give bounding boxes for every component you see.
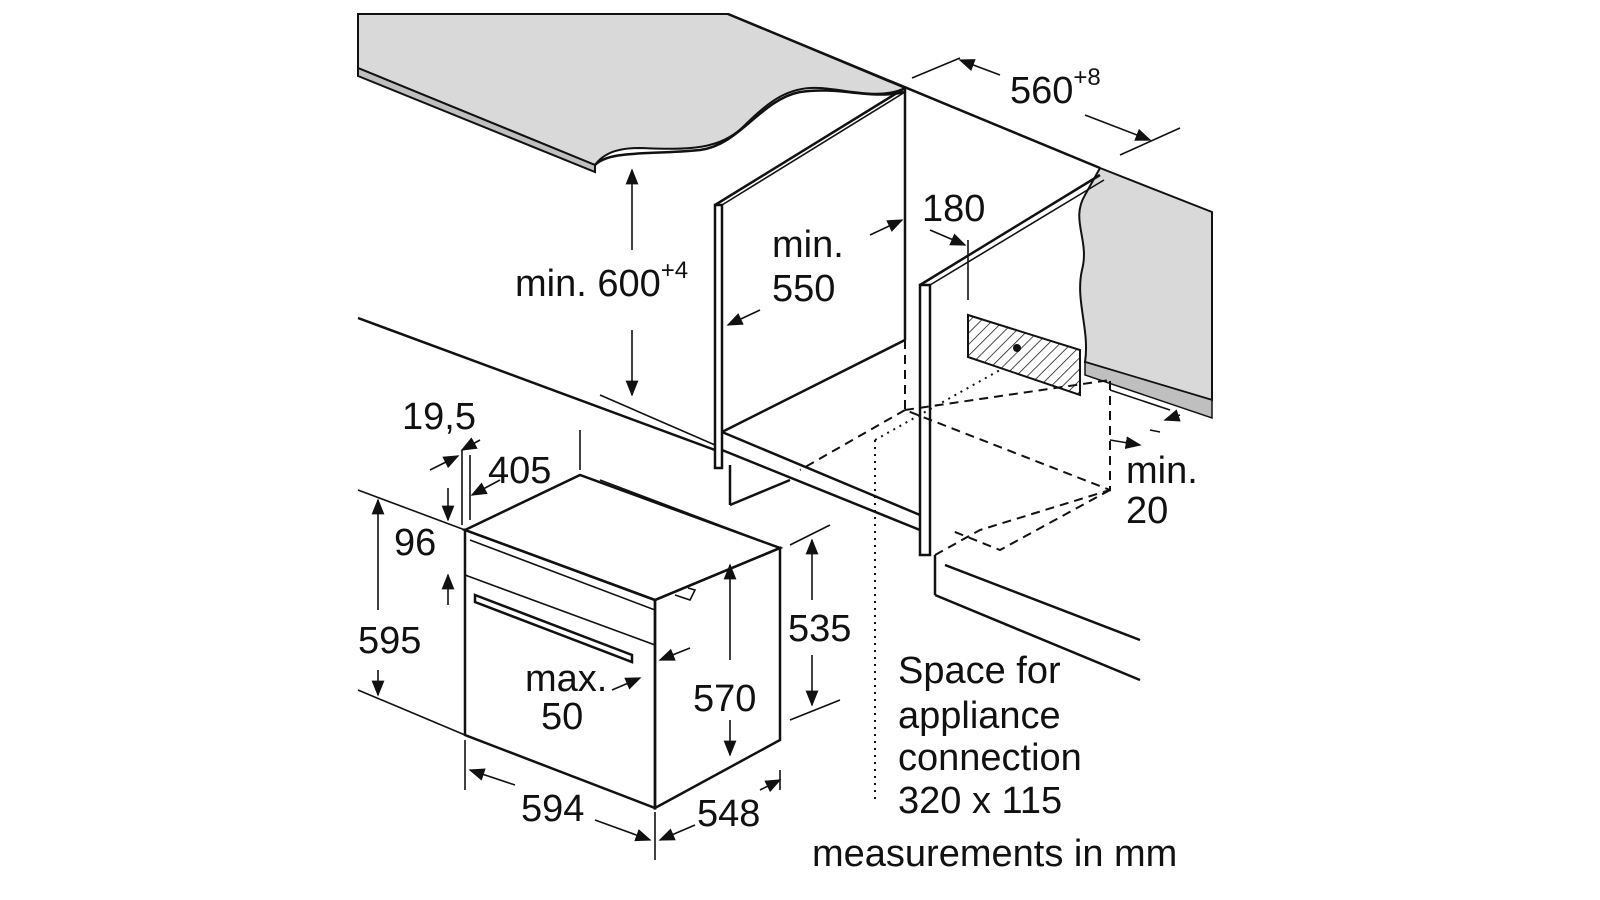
dim-handle-depth: 50 — [541, 696, 584, 738]
dim-niche-height: min. 600+4 — [515, 257, 689, 305]
dim-body-height: 535 — [788, 608, 852, 650]
connection-note-line-1: Space for — [898, 650, 1061, 692]
dim-niche-width: 560+8 — [1010, 64, 1101, 112]
dim-side-gap: 180 — [922, 188, 986, 230]
dim-oven-width: 594 — [521, 788, 585, 830]
countertop — [357, 13, 908, 174]
dim-rear-gap-prefix: min. — [1126, 450, 1198, 492]
dim-niche-depth-prefix: min. — [772, 224, 844, 266]
dim-niche-depth: 550 — [772, 268, 836, 310]
oven-handle — [473, 593, 634, 664]
dim-top-depth: 405 — [488, 450, 552, 492]
dim-rear-gap: 20 — [1126, 490, 1169, 532]
connection-note-line-2: appliance — [898, 695, 1061, 737]
dim-oven-height: 595 — [358, 620, 422, 662]
units-note: measurements in mm — [812, 833, 1178, 875]
countertop-right — [1078, 166, 1213, 402]
dimension-lines — [357, 57, 1181, 860]
dim-front-panel: 19,5 — [402, 396, 476, 438]
connection-note-line-3: connection — [898, 737, 1082, 779]
cabinet-niche — [357, 12, 1171, 800]
dim-oven-depth: 548 — [697, 793, 761, 835]
dim-control-height: 96 — [394, 522, 437, 564]
dim-handle-prefix: max. — [525, 658, 608, 700]
connection-note-line-4: 320 x 115 — [898, 780, 1063, 822]
oven — [461, 473, 784, 811]
connection-area — [967, 313, 1081, 397]
dim-inner-height: 570 — [693, 678, 757, 720]
